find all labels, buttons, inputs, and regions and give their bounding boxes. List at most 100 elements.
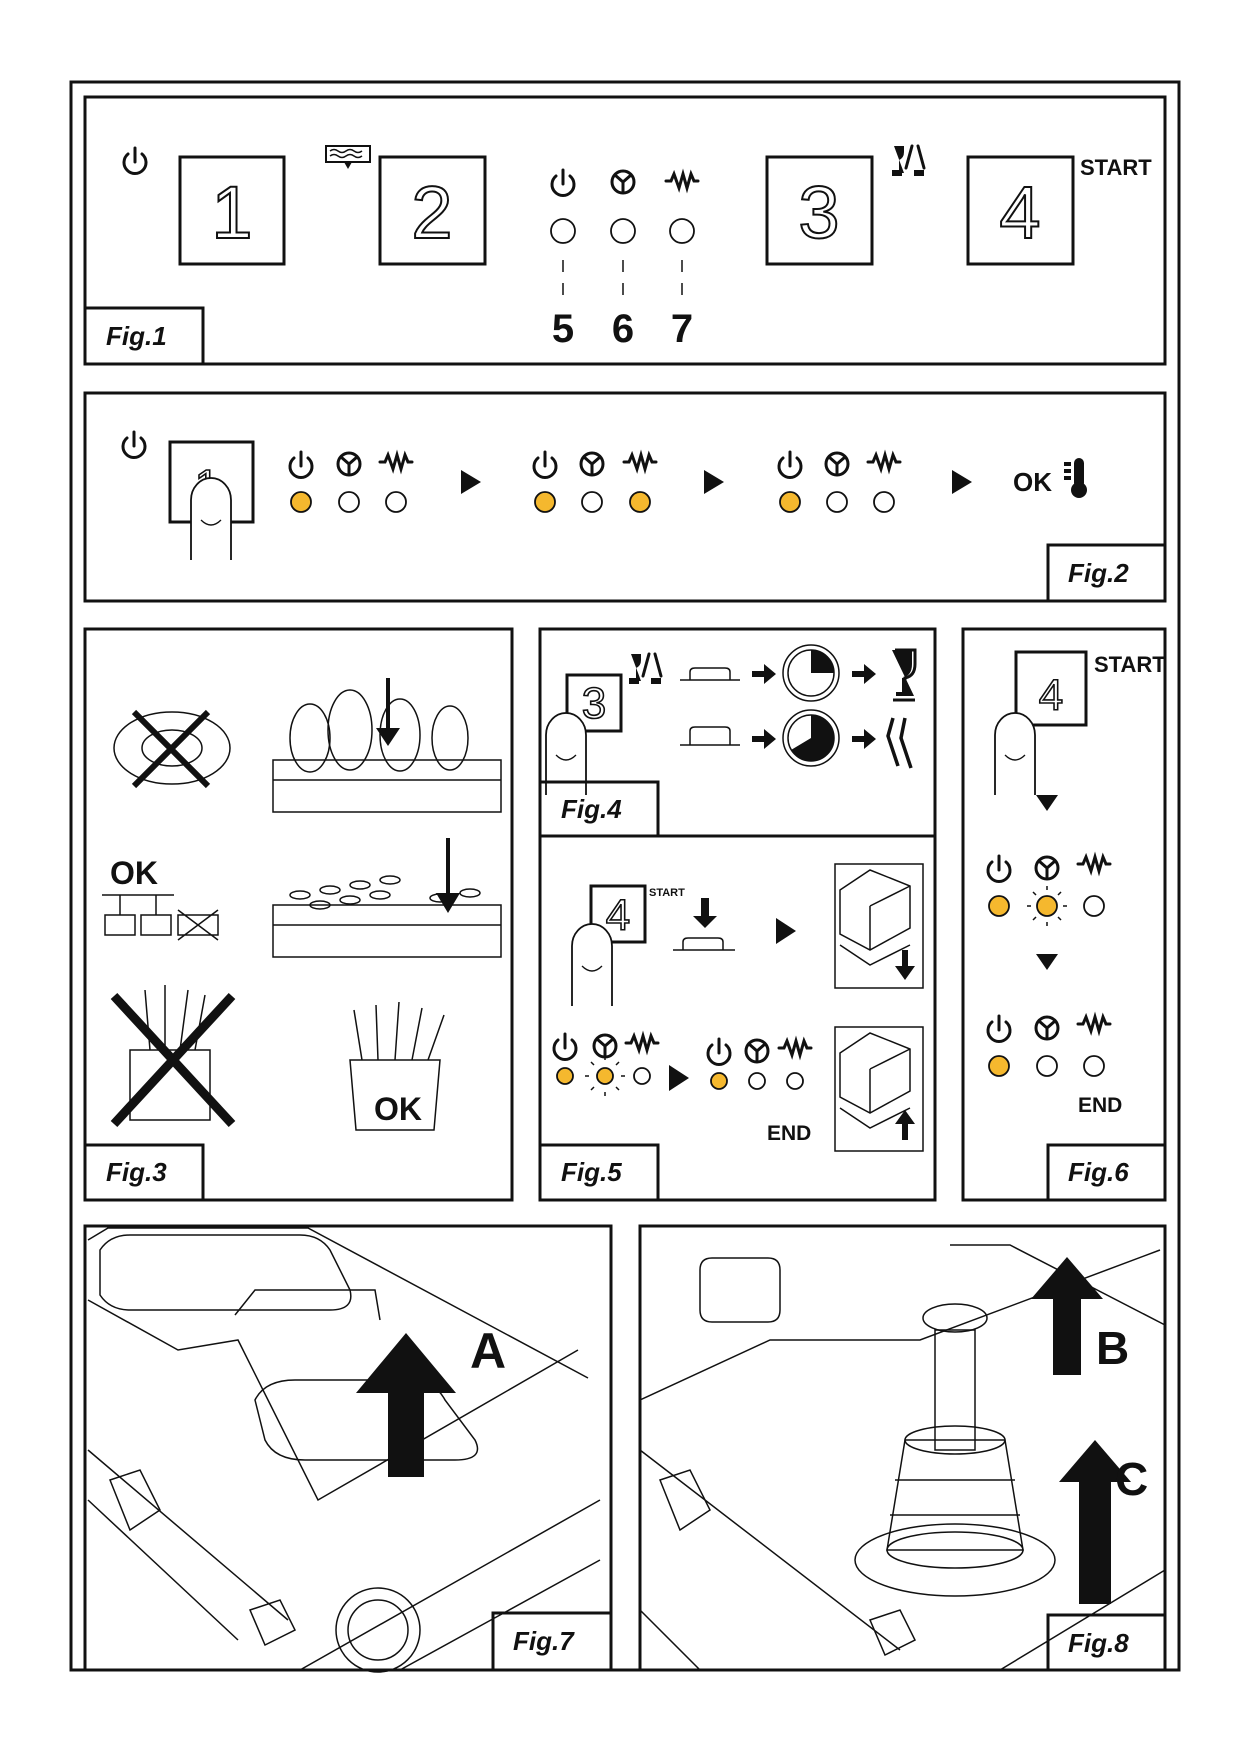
arrow-letter-a: A — [470, 1323, 506, 1379]
hood-closing-icon — [834, 863, 924, 989]
heater-indicator-icon — [1076, 1015, 1112, 1033]
glasses-cutlery-icon — [627, 652, 663, 686]
fig1-label: Fig.1 — [106, 321, 167, 351]
led-power-on — [710, 1072, 728, 1090]
fig5-panel: 4 START END Fig.5 — [538, 834, 937, 1202]
power-icon — [121, 430, 147, 459]
fig4-panel: 3 Fig.4 — [538, 627, 937, 838]
power-indicator-icon — [288, 450, 314, 479]
key-4[interactable] — [1014, 650, 1088, 727]
led-heater-off — [873, 491, 895, 513]
plate-not-allowed-icon — [113, 709, 231, 789]
plate-rack-icon — [272, 678, 502, 813]
finger-press-icon — [571, 923, 613, 1007]
power-indicator-icon — [986, 854, 1012, 883]
hood-opening-icon — [834, 1026, 924, 1152]
heater-indicator-icon — [378, 453, 414, 471]
led-power-on — [534, 491, 556, 513]
led-rinse-blinking — [596, 1067, 614, 1085]
power-icon — [122, 146, 148, 175]
led-heater-off — [1083, 1055, 1105, 1077]
arrow-letter-b: B — [1096, 1322, 1129, 1374]
heater-indicator-icon — [664, 172, 700, 190]
led-heater — [669, 218, 695, 244]
heater-indicator-icon — [622, 453, 658, 471]
water-fill-icon — [325, 145, 371, 169]
led-power — [550, 218, 576, 244]
rinse-indicator-icon — [579, 451, 605, 477]
ok-cutlery-label: OK — [374, 1091, 422, 1127]
rinse-indicator-icon — [1034, 1015, 1060, 1041]
key-4-label: 4 — [1039, 671, 1063, 720]
fig3-panel: OK OK Fig.3 — [83, 627, 514, 1202]
ok-glasses-label: OK — [110, 855, 158, 891]
led-heater-off — [633, 1067, 651, 1085]
led-power-on — [779, 491, 801, 513]
led-rinse-off — [826, 491, 848, 513]
start-label: START — [1094, 652, 1166, 677]
heater-indicator-icon — [624, 1034, 660, 1052]
heater-indicator-icon — [777, 1039, 813, 1057]
led-rinse-off — [1036, 1055, 1058, 1077]
rinse-indicator-icon — [336, 451, 362, 477]
led-power-on — [988, 895, 1010, 917]
key-4-label: 4 — [999, 171, 1040, 254]
next-arrow-icon — [669, 1065, 689, 1091]
fig7-panel: A Fig.7 — [83, 1224, 613, 1673]
led-rinse-off — [338, 491, 360, 513]
fig7-label: Fig.7 — [513, 1626, 575, 1656]
rinse-indicator-icon — [744, 1038, 770, 1064]
upside-down-glasses-icon — [102, 894, 219, 941]
key-1-label: 1 — [211, 171, 252, 254]
led-rinse-blinking — [1036, 895, 1058, 917]
next-arrow-icon — [952, 470, 972, 494]
fig8-label: Fig.8 — [1068, 1628, 1129, 1658]
key-2-label: 2 — [411, 171, 452, 254]
door-close-icon — [673, 898, 735, 951]
heater-indicator-icon — [1076, 855, 1112, 873]
arrow-b-icon — [1031, 1257, 1103, 1375]
finger-press-icon — [190, 477, 232, 561]
fig3-label: Fig.3 — [106, 1157, 167, 1187]
fig1-panel: 1 2 5 6 7 3 4 START Fig.1 — [83, 95, 1167, 366]
start-label: START — [649, 887, 685, 899]
next-arrow-icon — [704, 470, 724, 494]
key-3-label: 3 — [798, 171, 839, 254]
fig5-label: Fig.5 — [561, 1157, 622, 1187]
power-indicator-icon — [552, 1032, 578, 1061]
fig2-label: Fig.2 — [1068, 558, 1129, 588]
key-2[interactable]: 2 — [378, 155, 487, 266]
glasses-cutlery-icon — [890, 144, 926, 178]
fig4-label: Fig.4 — [561, 794, 622, 824]
key-1[interactable]: 1 — [178, 155, 286, 266]
power-indicator-icon — [706, 1037, 732, 1066]
long-cycle-row — [680, 709, 913, 769]
led-rinse-off — [748, 1072, 766, 1090]
down-arrow-icon — [1036, 795, 1058, 811]
led-rinse — [610, 218, 636, 244]
led-heater-off — [385, 491, 407, 513]
arrow-c-icon — [1059, 1440, 1131, 1604]
led-power-on — [290, 491, 312, 513]
finger-press-icon — [994, 712, 1036, 796]
cutlery-basket-ok-icon — [349, 1001, 445, 1131]
fig8-panel: B C Fig.8 — [638, 1224, 1167, 1672]
power-indicator-icon — [550, 168, 576, 197]
rinse-indicator-icon — [824, 451, 850, 477]
led-rinse-off — [581, 491, 603, 513]
arrow-a-icon — [356, 1333, 456, 1477]
power-indicator-icon — [986, 1014, 1012, 1043]
arrow-letter-c: C — [1115, 1453, 1148, 1505]
thermometer-icon — [1064, 458, 1087, 498]
rinse-indicator-icon — [1034, 855, 1060, 881]
indicator-number-6: 6 — [612, 307, 634, 351]
cutlery-not-allowed-icon — [110, 985, 236, 1128]
led-heater-off — [1083, 895, 1105, 917]
ok-label: OK — [1013, 467, 1052, 497]
key-4[interactable]: 4 — [966, 155, 1075, 266]
short-cycle-row — [680, 644, 917, 702]
fig6-label: Fig.6 — [1068, 1157, 1129, 1187]
key-3[interactable]: 3 — [765, 155, 874, 266]
outer-border — [69, 80, 1181, 1672]
